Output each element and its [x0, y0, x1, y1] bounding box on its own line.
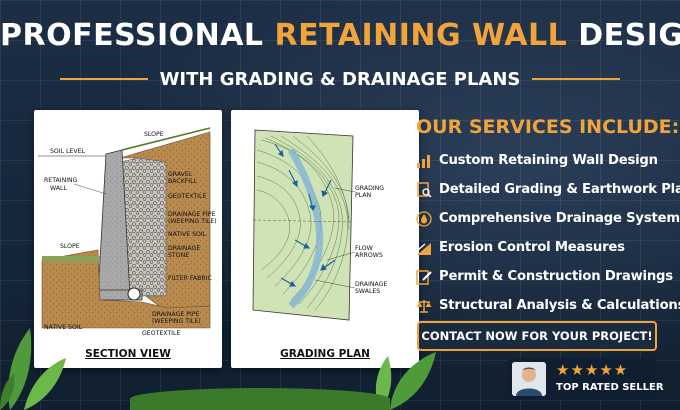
section-view-panel: SLOPE SOIL LEVEL RETAINING WALL GRAVEL B… — [34, 110, 222, 368]
label-drain-stone-1: DRAINAGE — [168, 245, 200, 252]
label-drain-pipe-2: (WEEPING TILE) — [168, 218, 217, 225]
contour-lines — [256, 135, 350, 311]
subtitle-line-right — [532, 78, 621, 80]
service-label: Structural Analysis & Calculations — [439, 298, 680, 313]
drain-pipe — [127, 287, 141, 301]
label-retaining-wall-1: RETAINING — [44, 177, 78, 184]
bar-chart-icon — [417, 154, 430, 168]
label-swales-1: DRAINAGE — [355, 281, 387, 288]
service-item: Detailed Grading & Earthwork Plans — [416, 175, 680, 204]
leader-wall — [73, 183, 107, 195]
property-line — [252, 219, 354, 223]
service-label: Permit & Construction Drawings — [439, 269, 673, 284]
label-swales-2: SWALES — [355, 288, 380, 295]
service-label: Detailed Grading & Earthwork Plans — [439, 182, 680, 197]
leaf-decoration-left — [0, 328, 66, 410]
contact-button[interactable]: CONTACT NOW FOR YOUR PROJECT! — [417, 321, 657, 351]
section-view-drawing: SLOPE SOIL LEVEL RETAINING WALL GRAVEL B… — [38, 127, 217, 337]
section-view-caption: SECTION VIEW — [85, 348, 171, 360]
user-avatar-icon — [512, 362, 546, 396]
label-slope-bottom: SLOPE — [60, 243, 80, 250]
top-slope-line — [121, 127, 211, 151]
service-item: Erosion Control Measures — [416, 233, 678, 262]
label-native-soil-right: NATIVE SOIL — [168, 231, 207, 238]
subtitle-line-left — [59, 78, 148, 80]
leader-grading — [334, 187, 356, 193]
lower-grass — [42, 256, 100, 262]
label-drain-pipe-b2: (WEEPING TILE) — [152, 318, 201, 325]
service-label: Custom Retaining Wall Design — [439, 153, 658, 168]
balance-scale-icon — [416, 299, 432, 313]
grading-plan-panel: GRADING PLAN FLOW ARROWS DRAINAGE SWALES… — [231, 110, 419, 368]
label-gravel-2: BACKFILL — [168, 178, 198, 185]
label-native-soil-left: NATIVE SOIL — [44, 324, 83, 331]
grading-plan-drawing: GRADING PLAN FLOW ARROWS DRAINAGE SWALES — [252, 129, 387, 321]
title-part2: DESIGN — [578, 18, 680, 53]
service-item: Structural Analysis & Calculations — [416, 291, 680, 320]
service-label: Comprehensive Drainage Systems — [439, 211, 680, 226]
title-part1: PROFESSIONAL — [0, 18, 275, 53]
label-drain-stone-2: STONE — [168, 252, 189, 259]
label-gravel-1: GRAVEL — [168, 171, 193, 178]
seller-badge: ★★★★★ TOP RATED SELLER — [508, 358, 664, 400]
label-soil-level: SOIL LEVEL — [50, 148, 86, 155]
service-label: Erosion Control Measures — [439, 240, 625, 255]
services-list: Custom Retaining Wall Design Detailed Gr… — [416, 146, 680, 320]
service-item: Custom Retaining Wall Design — [416, 146, 678, 175]
slope-icon — [417, 242, 431, 255]
leader-flow — [326, 251, 356, 261]
page-title: PROFESSIONAL RETAINING WALL DESIGN — [0, 18, 680, 53]
site-boundary — [252, 129, 354, 321]
drawing-pencil-icon — [416, 269, 432, 285]
label-flow-1: FLOW — [355, 245, 373, 252]
label-geotextile-top: GEOTEXTILE — [168, 193, 206, 200]
rating-stars: ★★★★★ — [556, 361, 629, 379]
label-geotextile-bottom: GEOTEXTILE — [142, 330, 180, 337]
label-slope-top: SLOPE — [144, 131, 164, 138]
water-drop-icon — [416, 210, 432, 227]
label-grading-1: GRADING — [355, 185, 384, 192]
grading-plan-caption: GRADING PLAN — [280, 348, 370, 360]
service-item: Comprehensive Drainage Systems — [416, 204, 680, 233]
label-flow-2: ARROWS — [355, 252, 383, 259]
subtitle-row: WITH GRADING & DRAINAGE PLANS — [0, 66, 680, 92]
grass-mound — [130, 388, 390, 410]
document-search-icon — [417, 181, 432, 198]
subtitle: WITH GRADING & DRAINAGE PLANS — [159, 68, 521, 90]
services-title: OUR SERVICES INCLUDE: — [416, 116, 680, 138]
label-drain-pipe-b1: DRAINAGE PIPE — [152, 311, 200, 318]
flow-arrows — [274, 143, 336, 287]
label-filter-fabric: FILTER FABRIC — [168, 275, 212, 282]
label-drain-pipe-1: DRAINAGE PIPE — [168, 211, 216, 218]
label-grading-2: PLAN — [355, 192, 372, 199]
avatar — [512, 362, 546, 396]
lower-soil — [41, 249, 211, 329]
service-item: Permit & Construction Drawings — [416, 262, 678, 291]
top-rated-label: TOP RATED SELLER — [556, 382, 664, 393]
title-accent: RETAINING WALL — [274, 18, 568, 53]
drainage-swale — [287, 148, 324, 309]
label-retaining-wall-2: WALL — [50, 185, 67, 192]
leader-swales — [314, 279, 356, 289]
